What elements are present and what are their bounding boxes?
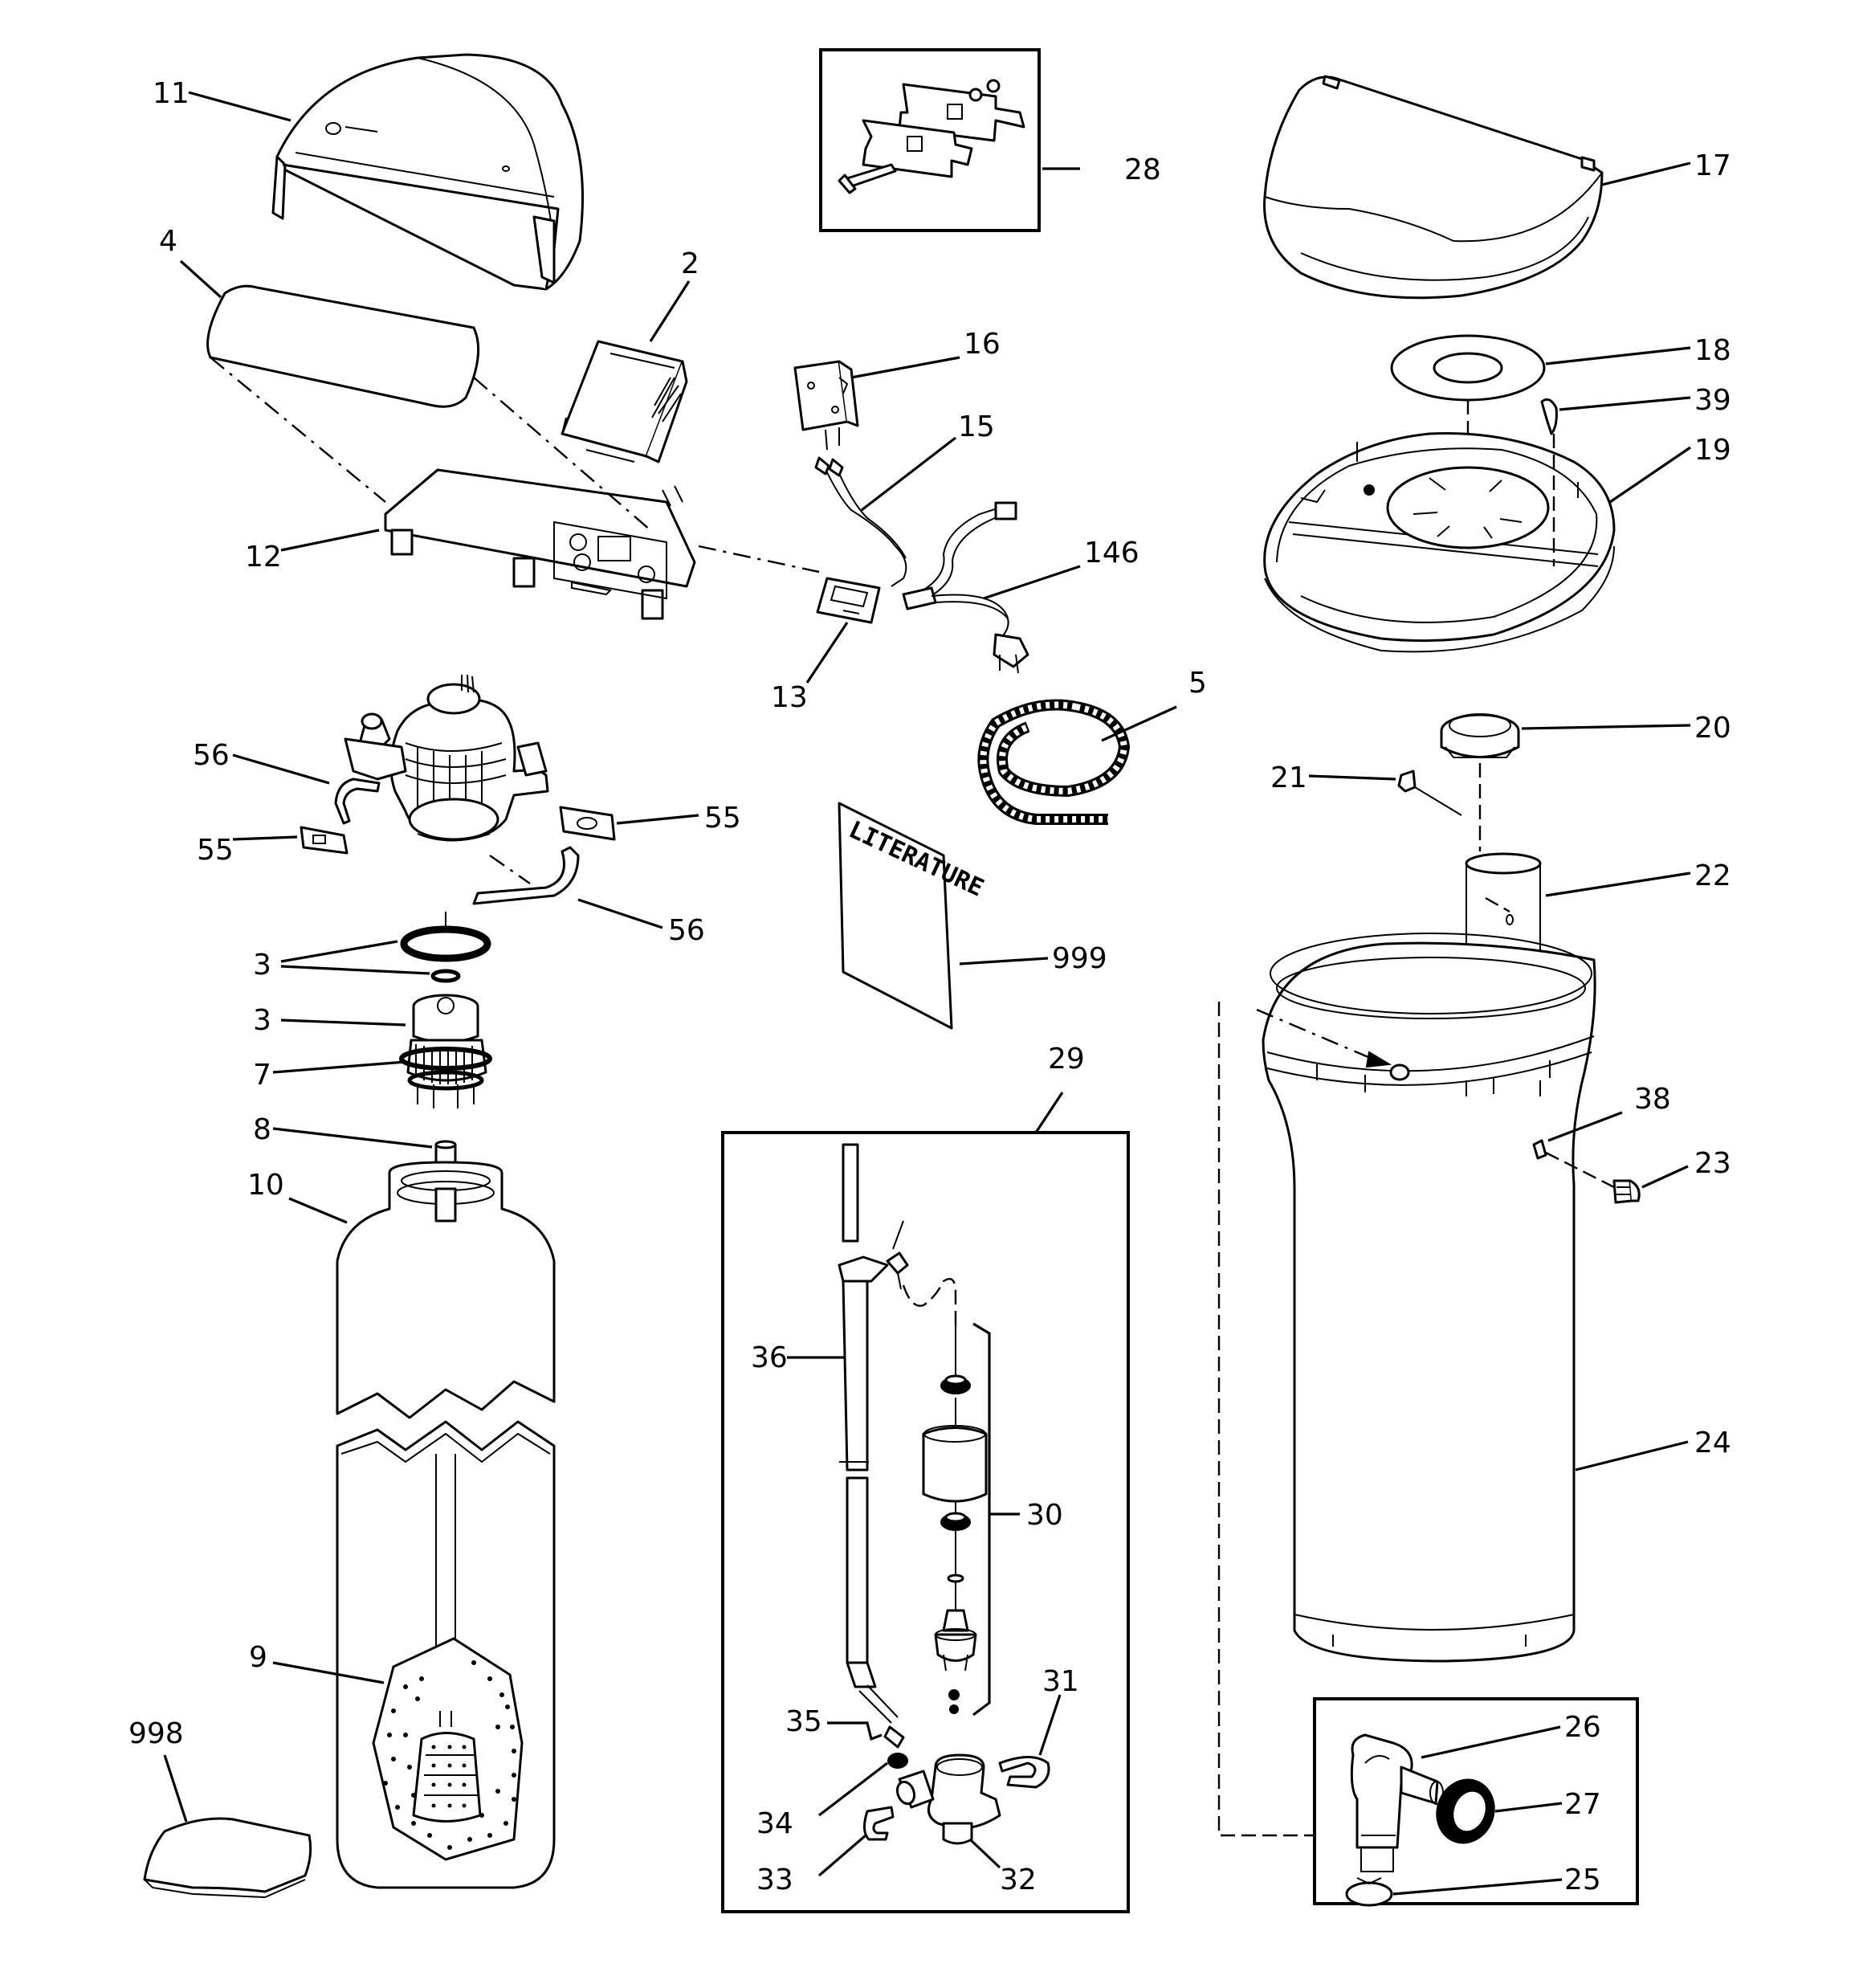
control-valve-icon: [344, 674, 549, 842]
distributor-head-icon: [399, 994, 492, 1108]
overflow-fitting-icon: [1532, 1139, 1641, 1204]
display-module-icon: [816, 577, 881, 624]
callout-3b: 3: [253, 1004, 271, 1037]
top-cover-icon: [271, 53, 585, 291]
circuit-board-icon: [561, 340, 688, 463]
transformer-icon: [793, 360, 859, 451]
callout-32: 32: [1000, 1863, 1037, 1896]
callout-146: 146: [1084, 537, 1139, 569]
callout-25: 25: [1564, 1863, 1601, 1896]
callout-13: 13: [771, 681, 808, 714]
callout-27: 27: [1564, 1788, 1601, 1821]
o-ring-large-icon: [400, 925, 491, 962]
callout-36: 36: [751, 1341, 788, 1374]
hose-clamp-icon: [1345, 1877, 1393, 1907]
spiral-hose-icon: [977, 699, 1131, 825]
leader-lines: [163, 91, 1691, 1896]
callout-20: 20: [1694, 712, 1731, 745]
callout-10: 10: [247, 1169, 284, 1202]
callout-11: 11: [153, 77, 190, 110]
callout-34: 34: [756, 1807, 793, 1840]
callout-19: 19: [1694, 434, 1731, 467]
drain-fitting-box: [1313, 1697, 1639, 1905]
bracket-55-icon: [300, 826, 349, 855]
brine-well-cap-icon: [1440, 713, 1520, 758]
bracket-55b-icon: [559, 806, 616, 841]
callout-3a: 3: [253, 949, 271, 982]
callout-9: 9: [249, 1641, 267, 1674]
bracket-kit-icon: [838, 79, 1025, 194]
callout-56a: 56: [193, 739, 230, 772]
drain-nut-icon: [1436, 1778, 1495, 1844]
callout-999: 999: [1052, 942, 1107, 975]
callout-5: 5: [1188, 667, 1207, 700]
callout-38: 38: [1634, 1083, 1671, 1116]
clip-icon: [1540, 398, 1558, 435]
callout-16: 16: [964, 328, 1001, 361]
brine-valve-icon: [838, 1143, 1050, 1845]
clip-56-icon: [334, 778, 381, 825]
callout-31: 31: [1042, 1665, 1079, 1698]
overlay-panel-icon: [206, 284, 480, 408]
callout-30: 30: [1026, 1499, 1063, 1532]
literature-sheet-icon: LITERATURE: [838, 802, 988, 1030]
callout-26: 26: [1564, 1711, 1601, 1744]
callout-55b: 55: [704, 802, 741, 835]
faceplate-icon: [384, 468, 696, 620]
o-ring-small-icon: [430, 969, 461, 983]
callout-56b: 56: [668, 914, 705, 947]
callout-8: 8: [253, 1113, 271, 1146]
callout-22: 22: [1694, 859, 1731, 892]
callout-21: 21: [1270, 761, 1307, 794]
callout-2: 2: [681, 247, 699, 280]
callout-23: 23: [1694, 1147, 1731, 1180]
callout-7: 7: [253, 1059, 271, 1092]
callout-4: 4: [159, 225, 177, 258]
callout-15: 15: [958, 410, 995, 443]
callout-18: 18: [1694, 334, 1731, 367]
nut-icon: [1397, 769, 1417, 793]
callout-12: 12: [245, 541, 282, 574]
callout-17: 17: [1694, 149, 1731, 182]
callout-labels: 11 4 2 12 28 16 15 146 13 17 18 39 19 5 …: [128, 77, 1731, 1896]
hardware-kit-box: [819, 48, 1041, 232]
callout-28: 28: [1124, 153, 1161, 186]
cylinder-icon: [1256, 933, 1596, 1663]
callout-33: 33: [756, 1863, 793, 1896]
elbow-fitting-icon: [1350, 1733, 1444, 1872]
tank-collar-icon: [1263, 431, 1616, 653]
dome-lid-icon: [1263, 75, 1604, 300]
callout-35: 35: [785, 1705, 822, 1738]
grommet-ring-icon: [1390, 334, 1546, 402]
callout-24: 24: [1694, 1427, 1731, 1459]
wire-harness-146-icon: [902, 501, 1029, 674]
callout-39: 39: [1694, 384, 1731, 417]
wire-harness-icon: [814, 456, 907, 587]
brine-valve-box: [721, 1131, 1130, 1913]
callout-55a: 55: [197, 834, 234, 867]
tank-icon: [336, 1161, 556, 1889]
cleaning-pad-icon: [143, 1817, 312, 1893]
callout-29: 29: [1048, 1043, 1085, 1076]
clip-56b-icon: [472, 846, 580, 905]
callout-998: 998: [128, 1717, 184, 1750]
